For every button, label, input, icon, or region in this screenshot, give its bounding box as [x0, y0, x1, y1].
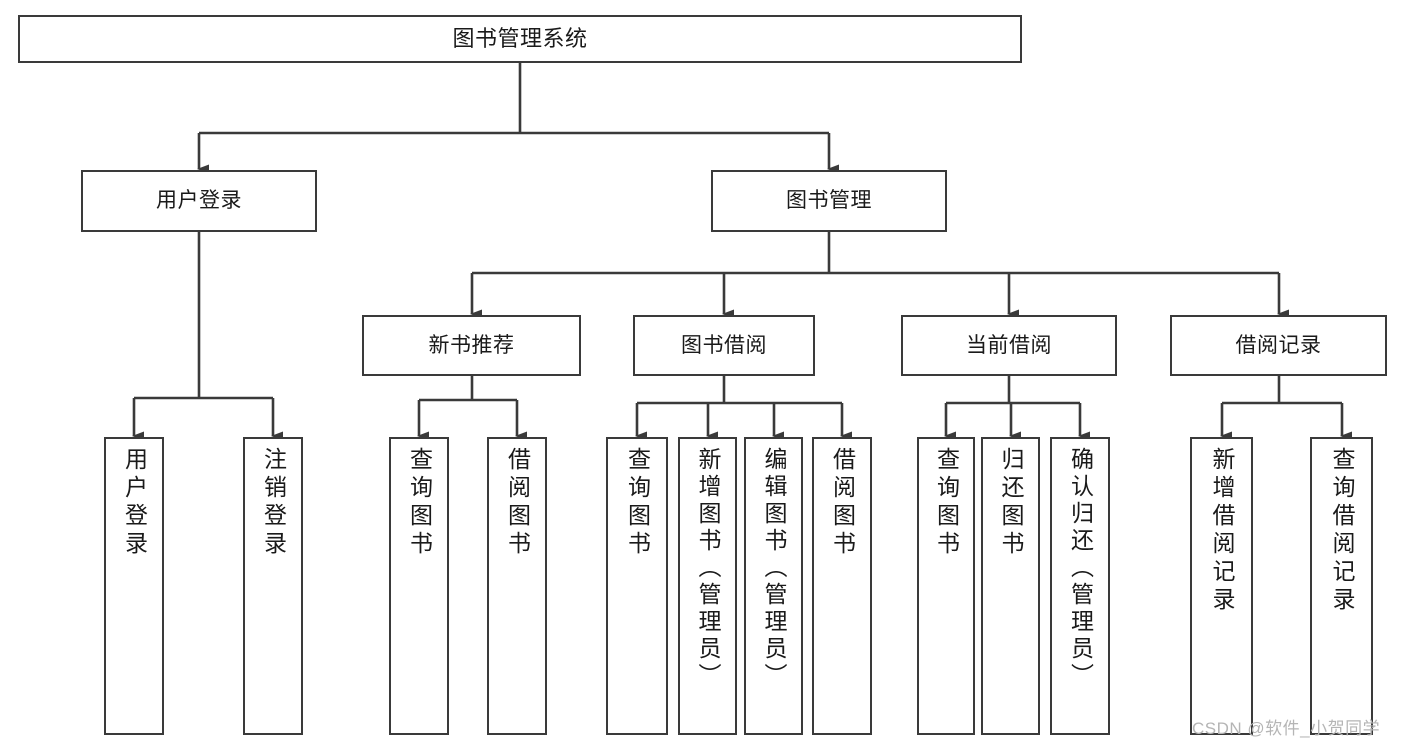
node-label: 确认归还（管理员）	[1067, 447, 1094, 690]
node-label: 当前借阅	[966, 333, 1052, 357]
node-label: 归还图书	[998, 447, 1024, 559]
node-label: 注销登录	[260, 447, 287, 559]
node-user-login[interactable]: 用户登录	[81, 170, 317, 232]
node-leaf-query-book-2[interactable]: 查询图书	[606, 437, 668, 735]
node-label: 图书管理系统	[452, 25, 588, 51]
node-leaf-query-book-3[interactable]: 查询图书	[917, 437, 975, 735]
node-label: 查询借阅记录	[1329, 447, 1355, 615]
node-label: 图书借阅	[681, 333, 767, 357]
node-new-book-rec[interactable]: 新书推荐	[362, 315, 581, 376]
node-label: 查询图书	[406, 447, 433, 559]
node-root[interactable]: 图书管理系统	[18, 15, 1022, 63]
node-label: 用户登录	[156, 189, 242, 213]
edge-group	[132, 63, 1352, 441]
node-label: 图书管理	[786, 189, 872, 213]
node-book-borrow[interactable]: 图书借阅	[633, 315, 815, 376]
node-label: 借阅记录	[1235, 333, 1322, 357]
node-label: 借阅图书	[504, 447, 531, 559]
node-borrow-record[interactable]: 借阅记录	[1170, 315, 1387, 376]
node-label: 查询图书	[933, 447, 960, 559]
node-leaf-borrow-book-1[interactable]: 借阅图书	[487, 437, 547, 735]
node-leaf-user-login[interactable]: 用户登录	[104, 437, 164, 735]
node-leaf-add-record[interactable]: 新增借阅记录	[1190, 437, 1253, 735]
node-label: 新增图书（管理员）	[695, 447, 721, 690]
node-leaf-query-record[interactable]: 查询借阅记录	[1310, 437, 1373, 735]
node-leaf-borrow-book-2[interactable]: 借阅图书	[812, 437, 872, 735]
node-book-manage[interactable]: 图书管理	[711, 170, 947, 232]
watermark-label: CSDN @软件_小贺同学	[1192, 719, 1381, 738]
node-label: 新增借阅记录	[1209, 447, 1235, 615]
node-leaf-logout[interactable]: 注销登录	[243, 437, 303, 735]
node-label: 编辑图书（管理员）	[761, 447, 787, 690]
node-label: 查询图书	[624, 447, 651, 559]
node-current-borrow[interactable]: 当前借阅	[901, 315, 1117, 376]
node-leaf-add-book[interactable]: 新增图书（管理员）	[678, 437, 737, 735]
node-label: 用户登录	[121, 447, 148, 559]
node-leaf-return-book[interactable]: 归还图书	[981, 437, 1040, 735]
node-leaf-query-book-1[interactable]: 查询图书	[389, 437, 449, 735]
node-leaf-confirm-return[interactable]: 确认归还（管理员）	[1050, 437, 1110, 735]
node-leaf-edit-book[interactable]: 编辑图书（管理员）	[744, 437, 803, 735]
node-label: 新书推荐	[428, 333, 515, 357]
node-label: 借阅图书	[829, 447, 856, 559]
